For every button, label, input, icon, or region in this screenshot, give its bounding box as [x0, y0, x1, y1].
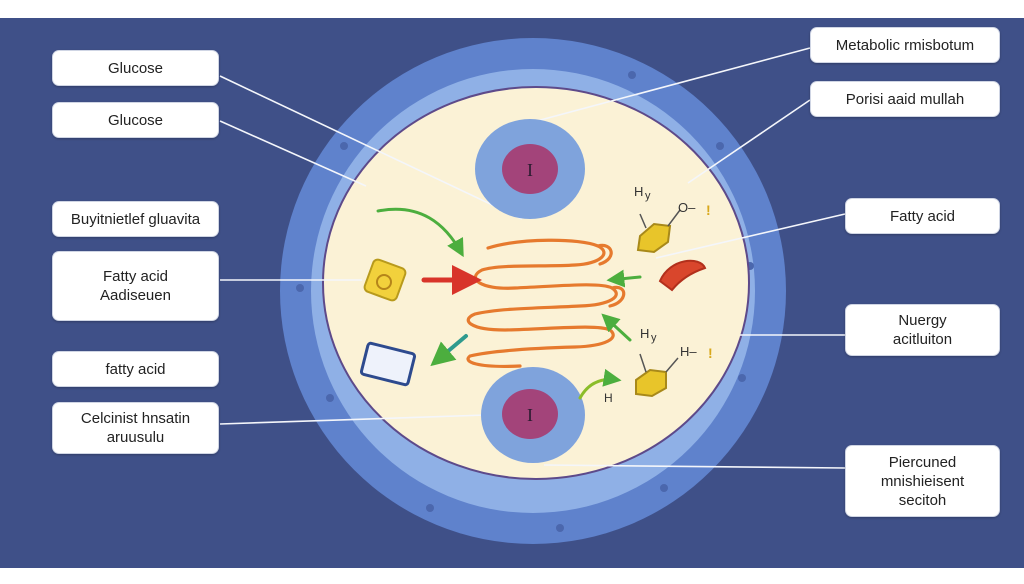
nucleus-top-label: I — [527, 160, 533, 180]
nucleus-bottom-label: I — [527, 405, 533, 425]
hexagon-mid-mark: ! — [708, 345, 713, 361]
mitochondrion — [466, 238, 626, 368]
label-celcinist: Celcinist hnsatin aruusulu — [52, 402, 219, 454]
label-porisi: Porisi aaid mullah — [810, 81, 1000, 117]
label-piercuned: Piercuned mnishieisent secitoh — [845, 445, 1000, 517]
hexagon-top-o: O– — [678, 200, 696, 215]
label-glucose-2: Glucose — [52, 102, 219, 138]
membrane-pores — [296, 71, 754, 532]
nucleus-top: I — [475, 119, 585, 219]
hexagon-top-h: H — [634, 184, 643, 199]
cell-diagram: I I — [219, 38, 846, 544]
hexagon-top-mark: ! — [706, 202, 711, 218]
leader-lines — [219, 47, 846, 469]
label-fatty-acid-aadiseuen: Fatty acid Aadiseuen — [52, 251, 219, 321]
arrow-green-right — [606, 269, 642, 288]
label-buyitnietlef: Buyitnietlef gluavita — [52, 201, 219, 237]
arrow-green-lowright — [601, 313, 632, 342]
arrow-green-topleft — [376, 207, 464, 258]
hexagon-molecule-top: H y O– ! — [634, 184, 711, 254]
arrow-green-bottom — [578, 368, 622, 400]
hexagon-mid-h: H — [640, 326, 649, 341]
label-fatty-acid-left: fatty acid — [52, 351, 219, 387]
glucose-molecule — [363, 258, 407, 302]
hexagon-bottom-h: H — [604, 391, 613, 405]
hexagon-top-y: y — [645, 190, 651, 202]
hexagon-mid-y: y — [651, 332, 657, 344]
hexagon-molecule-mid: H y H– ! H — [604, 326, 713, 405]
diagram-stage: I I — [0, 18, 1024, 568]
hexagon-mid-hmark: H– — [680, 344, 697, 359]
nucleus-bottom: I — [481, 367, 585, 463]
lipid-card — [359, 341, 417, 387]
fatty-acid-chain — [658, 259, 707, 292]
label-fatty-acid-right: Fatty acid — [845, 198, 1000, 234]
label-nuergy: Nuergy acitluiton — [845, 304, 1000, 356]
label-metabolic: Metabolic rmisbotum — [810, 27, 1000, 63]
pathway-arrows — [376, 207, 642, 400]
arrow-green-lowleft — [430, 334, 468, 367]
label-glucose-1: Glucose — [52, 50, 219, 86]
